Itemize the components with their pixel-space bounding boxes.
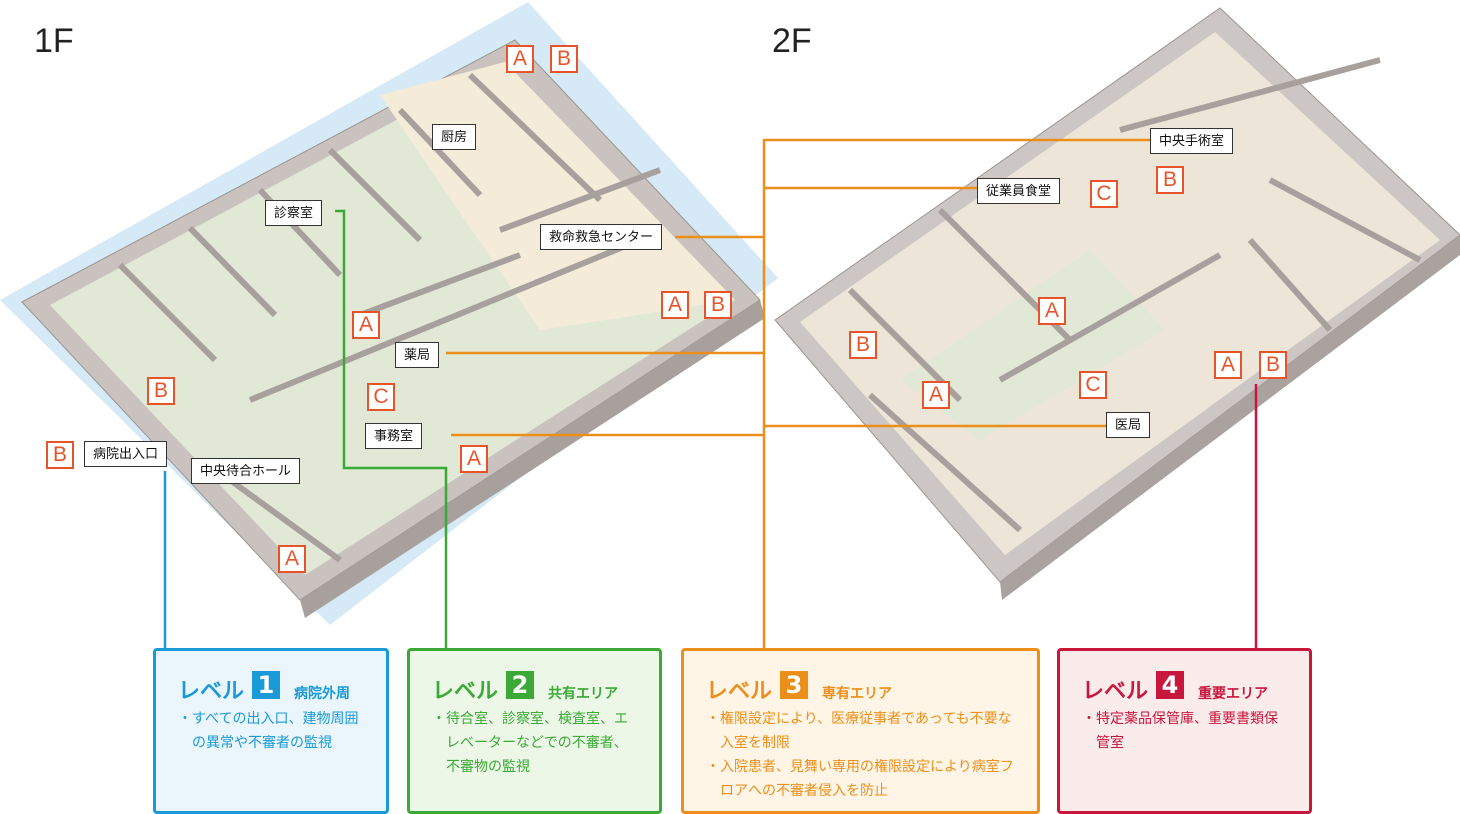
level-1-number: 1 <box>252 671 281 699</box>
marker-a: A <box>278 545 306 573</box>
level-4-description: ・特定薬品保管庫、重要書類保管室 <box>1082 711 1278 751</box>
marker-c: C <box>367 383 395 411</box>
marker-a: A <box>352 311 380 339</box>
marker-b: B <box>46 441 74 469</box>
room-label-medical-office: 医局 <box>1106 412 1151 438</box>
room-label-central-waiting-hall: 中央待合ホール <box>191 458 301 484</box>
marker-b: B <box>1259 351 1287 379</box>
marker-b: B <box>704 291 732 319</box>
level-2-name: 共有エリア <box>548 686 619 702</box>
level-1-card: レベル 1 病院外周 ・すべての出入口、建物周囲の異常や不審者の監視 <box>153 648 389 814</box>
level-3-description-1: ・権限設定により、医療従事者であっても不要な入室を制限 <box>706 711 1012 751</box>
marker-b: B <box>1156 166 1184 194</box>
room-label-central-surgery: 中央手術室 <box>1150 128 1234 154</box>
floor-2-green-zone <box>900 250 1165 440</box>
marker-c: C <box>1090 180 1118 208</box>
room-label-staff-cafeteria: 従業員食堂 <box>977 178 1061 204</box>
marker-b: B <box>550 45 578 73</box>
room-label-exam-room: 診察室 <box>265 200 323 226</box>
level-2-word: レベル <box>432 679 499 704</box>
room-label-kitchen: 厨房 <box>432 124 477 150</box>
marker-b: B <box>147 377 175 405</box>
marker-a: A <box>922 381 950 409</box>
connector-level-3 <box>446 138 1150 648</box>
level-2-number: 2 <box>506 671 535 699</box>
level-1-word: レベル <box>178 679 245 704</box>
room-label-pharmacy: 薬局 <box>395 342 440 368</box>
floor-2-front-wall <box>1000 235 1460 600</box>
level-3-number: 3 <box>780 671 809 699</box>
level-4-word: レベル <box>1082 679 1149 704</box>
marker-a: A <box>661 291 689 319</box>
marker-a: A <box>1038 297 1066 325</box>
level-1-name: 病院外周 <box>294 686 351 702</box>
marker-b: B <box>849 331 877 359</box>
room-label-hospital-entrance: 病院出入口 <box>84 441 168 467</box>
marker-a: A <box>506 45 534 73</box>
floor-2-title: 2F <box>772 22 812 60</box>
floor-1-title: 1F <box>34 22 74 60</box>
level-4-number: 4 <box>1156 671 1185 699</box>
level-2-description: ・待合室、診察室、検査室、エレベーターなどでの不審者、不審物の監視 <box>432 711 628 775</box>
level-2-card: レベル 2 共有エリア ・待合室、診察室、検査室、エレベーターなどでの不審者、不… <box>407 648 662 814</box>
room-label-office: 事務室 <box>365 423 423 449</box>
level-1-description: ・すべての出入口、建物周囲の異常や不審者の監視 <box>178 711 359 751</box>
level-3-card: レベル 3 専有エリア ・権限設定により、医療従事者であっても不要な入室を制限 … <box>681 648 1040 814</box>
level-3-description-2: ・入院患者、見舞い専用の権限設定により病室フロアへの不審者侵入を防止 <box>706 759 1014 799</box>
floor-1-front-wall <box>300 300 765 618</box>
level-3-name: 専有エリア <box>822 686 893 702</box>
level-4-name: 重要エリア <box>1198 686 1269 702</box>
marker-a: A <box>1214 351 1242 379</box>
level-3-word: レベル <box>706 679 773 704</box>
room-label-emergency-center: 救命救急センター <box>540 224 663 250</box>
marker-c: C <box>1079 371 1107 399</box>
connector-level-2 <box>335 209 448 648</box>
level-4-card: レベル 4 重要エリア ・特定薬品保管庫、重要書類保管室 <box>1057 648 1312 814</box>
marker-a: A <box>460 445 488 473</box>
